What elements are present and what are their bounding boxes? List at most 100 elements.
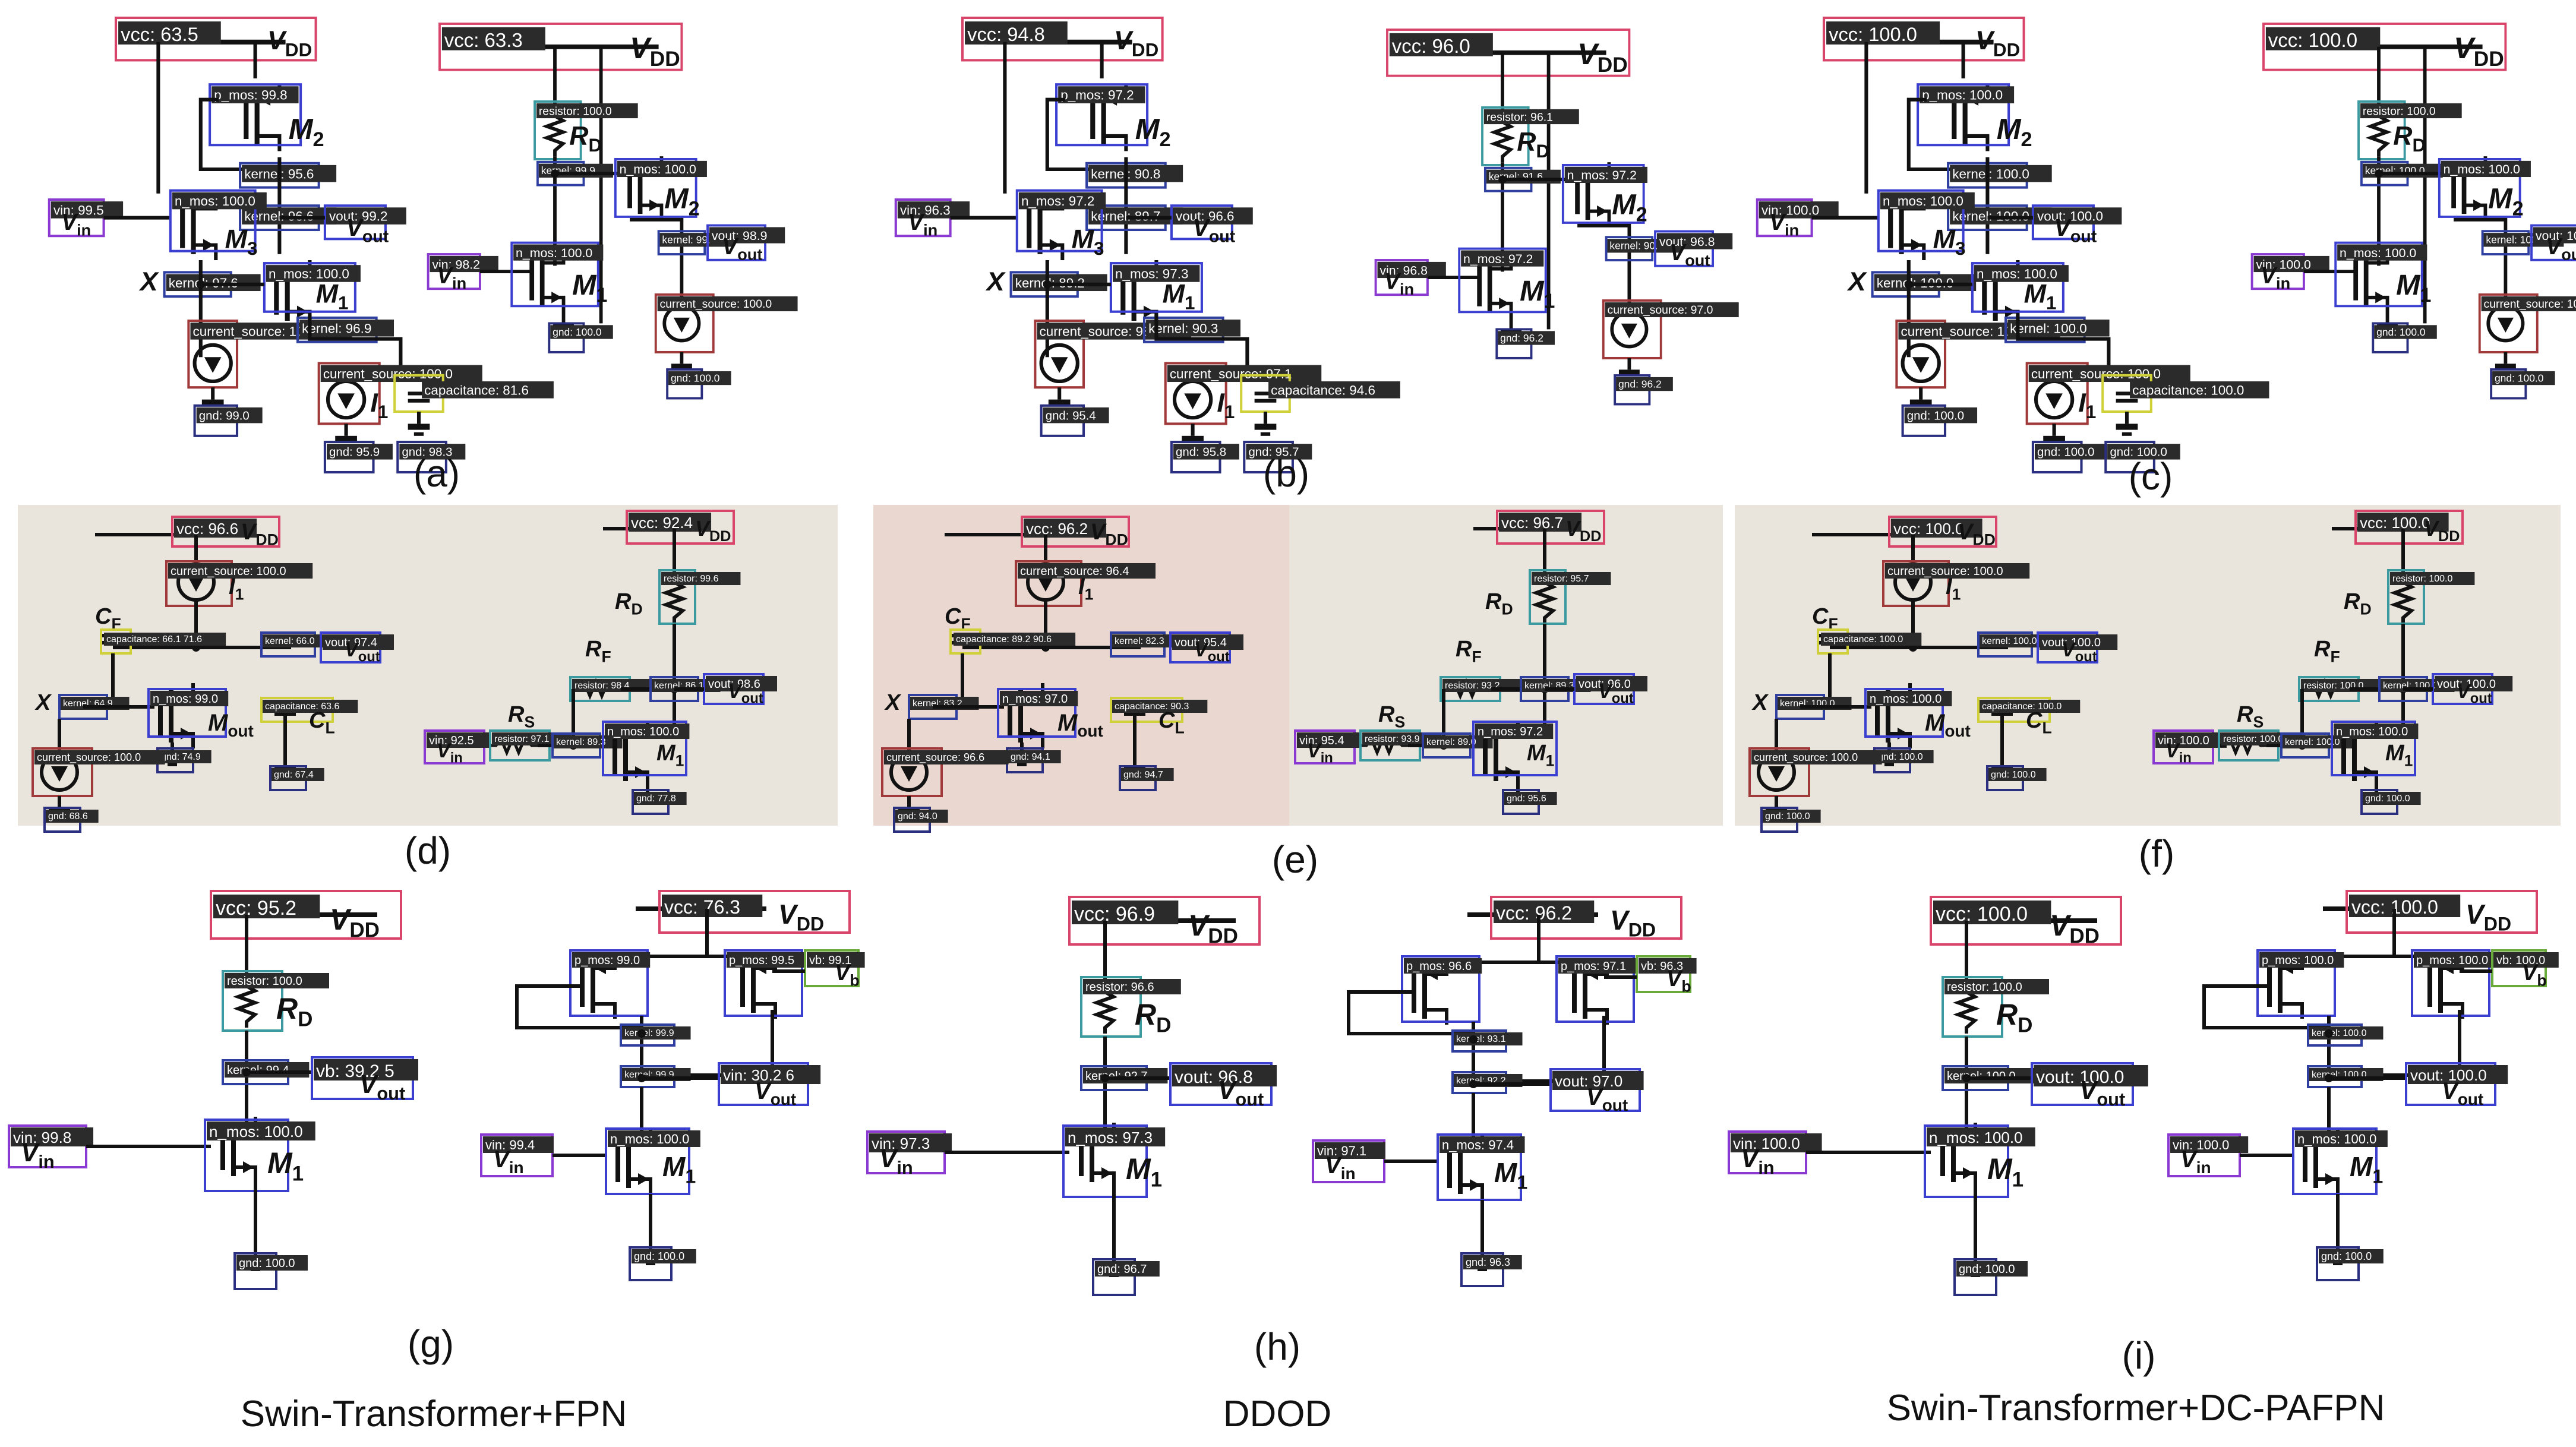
gnd-mid-tag: gnd: 100.0 [2037,446,2094,459]
vout-tag: vout: 100.0 [2037,209,2103,224]
nmos3-tag-bg [1018,192,1106,210]
cs-right-tag-bg [1167,365,1322,383]
vout-tag: vout: 100.0 [2536,229,2576,243]
nmos1-box [510,241,599,308]
gnd-mid-tag-bg [326,444,393,460]
cap-l-tag: capacitance: 90.3 [1115,702,1189,712]
vcc-box [1888,516,1997,548]
nmos-tag-bg [1000,691,1078,706]
vcc-tag: vcc: 96.2 [1496,902,1572,924]
wire [1460,1183,1484,1200]
cs-left-arrow [204,357,222,373]
wire [2454,217,2508,301]
nmos-box [1924,1124,2009,1198]
cs-right-box [2025,362,2089,425]
gnd-mid-bar [2043,435,2065,442]
gnd-left-tag: gnd: 100.0 [1765,811,1810,822]
vin-tag-bg [1731,1133,1822,1152]
rf-label: RF [2314,637,2340,666]
cs-right-tag: current_source: 97.1 [1170,367,1292,381]
nmos1-tag-bg [1112,265,1200,282]
vout-tag: vout: 98.9 [712,229,768,243]
vin-tag-bg [430,255,498,273]
resistor-d-box [1529,569,1567,625]
gnd-tag: gnd: 100.0 [2365,794,2410,804]
nmos3-box [1015,189,1103,252]
pmos2-tag-bg [1920,86,2015,103]
kernel-top-tag-bg [1950,165,2052,182]
vin-label: Vin [437,263,466,292]
gnd-tag-bg [236,1255,308,1271]
gnd-tag: gnd: 100.0 [1959,1263,2015,1276]
nmos-tag-bg [150,691,229,706]
junction-dot [1469,1035,1478,1044]
vcc-tag: vcc: 96.2 [1026,520,1088,538]
wire [2316,1177,2340,1194]
resistor-d-tag-bg [2390,572,2475,585]
kernel-vout-tag: kernel: 99.7 [662,234,716,246]
gnd-mid-bar2 [1017,763,1027,766]
vcc-tag-bg [1933,901,2051,924]
wire [308,314,403,381]
vcc-tag: vcc: 100.0 [2360,514,2430,532]
gnd-tag: gnd: 100.0 [239,1257,295,1270]
gnd-mid-bar [335,435,357,442]
gnd-tag-bg [1095,1261,1160,1277]
gnd-box [1460,1252,1504,1287]
gnd-right-tag: gnd: 94.7 [1123,770,1163,780]
gnd-right-bar [671,364,692,369]
m1-arrow [2325,1173,2336,1185]
vcc-box [1496,510,1605,545]
cap-f-tag-bg [954,633,1076,646]
gnd-tag-bg [1956,1261,2028,1277]
nmos-box [2331,721,2416,776]
vout-tag-bg [1552,1071,1644,1090]
resistor-tag: resistor: 100.0 [1947,981,2022,994]
nmos-tag-bg [1927,1127,2035,1146]
m1-label: M1 [1126,1152,1162,1192]
cs-top-tag: current_source: 100.0 [171,565,286,578]
gnd-right-tag-bg [272,768,324,781]
vout-tag: vout: 100.0 [2042,636,2101,649]
vin-tag: vin: 96.8 [1379,263,1428,277]
resistor-tag: resistor: 100.0 [539,105,612,118]
resistor-s-tag: resistor: 100.0 [2223,734,2283,744]
vin-tag-bg [1377,261,1446,279]
pmos-l-tag-bg [572,952,651,968]
photo-background [873,505,1289,826]
wire [515,984,642,1029]
resistor-box [1942,976,2003,1038]
vb-tag: vb: 100.0 [2496,954,2545,967]
gnd-left-tag-bg [46,810,99,823]
vb-tag-bg [807,952,865,968]
gnd-left-tag: gnd: 95.4 [1046,409,1096,422]
gnd-left-tag-bg [1043,407,1109,424]
cs-right-arrow [1184,393,1201,409]
wire [1906,97,1963,172]
nmos-tag-bg [2334,724,2419,739]
vin-label: Vin [2180,1146,2211,1177]
resistor-tag-bg [536,103,638,119]
vdd-label: VDD [1114,25,1158,60]
nmos-tag-bg [207,1121,315,1140]
m1-label: M1 [1520,275,1555,312]
wire [593,1002,617,1019]
gnd-left-bar [201,399,224,406]
wire [198,97,255,172]
vcc-tag-bg [1499,513,1582,532]
vcc-box [1822,16,2025,62]
cap-tag-bg [422,381,554,399]
pmos-r-box [1555,955,1635,1023]
vb-tag: vb: 96.3 [1641,960,1683,973]
vcc-box [2345,890,2538,934]
cap-tag-bg [1268,381,1400,399]
gnd-right-tag-bg [1246,444,1312,460]
m1-label: M1 [1987,1152,2023,1192]
gnd-tag-bg [2319,1249,2384,1263]
vout-tag-bg [2034,207,2122,225]
gnd-right-bar2 [2122,432,2132,436]
vout-tag: vout: 96.6 [1176,209,1234,224]
